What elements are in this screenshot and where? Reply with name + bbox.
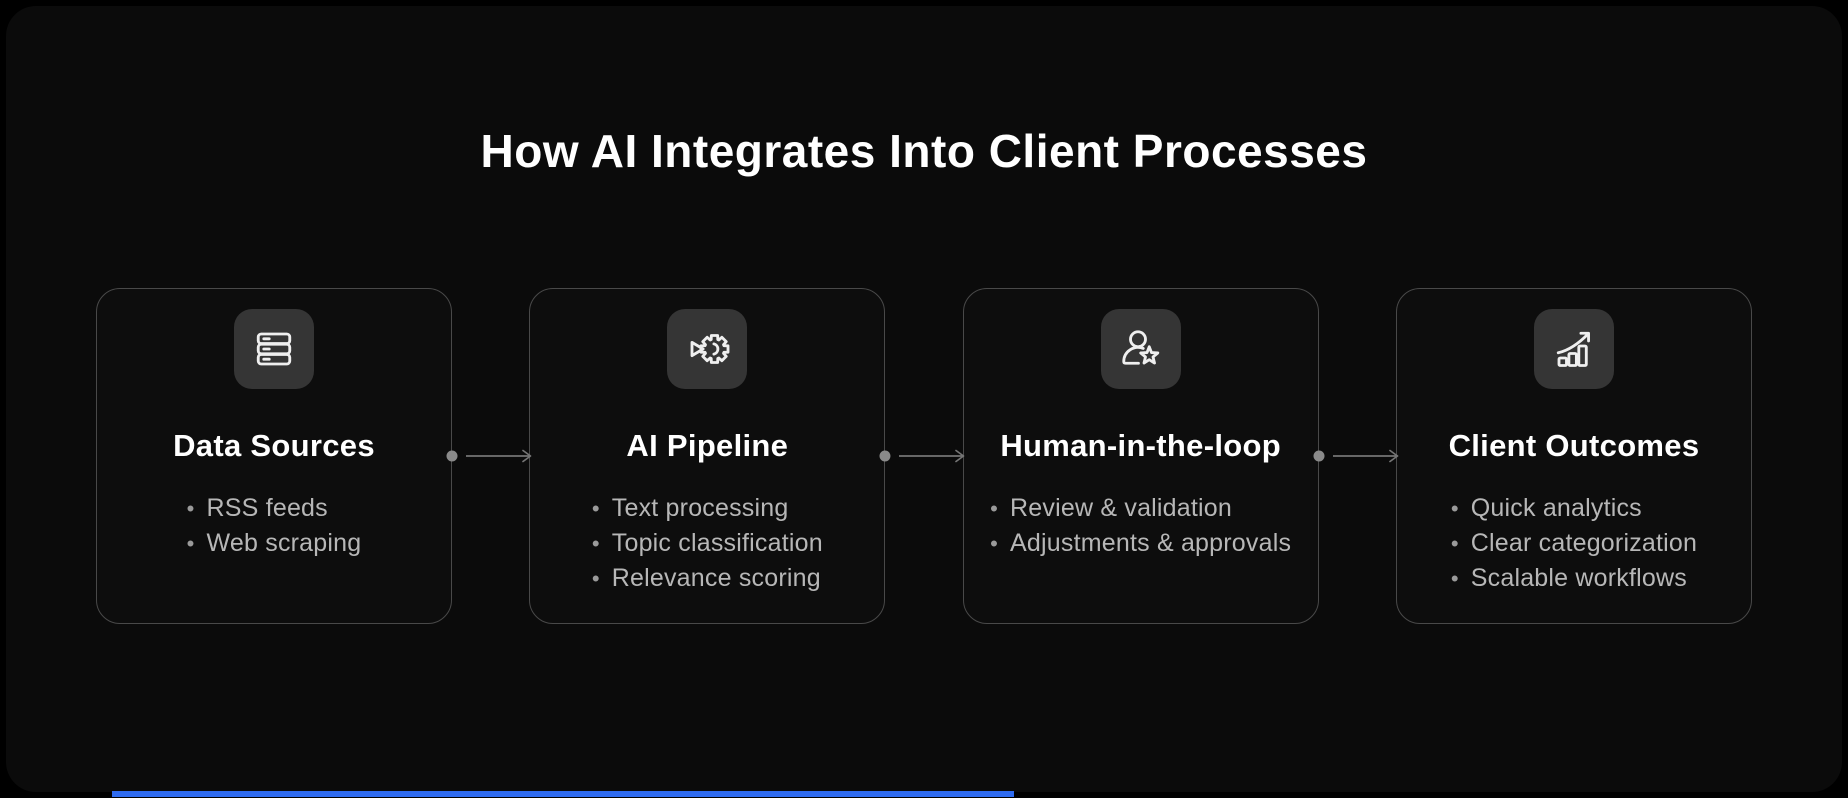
bullet-glyph: • — [591, 531, 600, 556]
card-bullet-list: • Text processing • Topic classification •… — [592, 491, 823, 596]
list-item: • Web scraping — [187, 526, 362, 561]
bullet-text: RSS feeds — [206, 494, 328, 522]
bullet-text: Topic classification — [611, 529, 823, 557]
flow-connector — [1313, 288, 1399, 624]
user-star-icon — [1121, 330, 1159, 365]
flow-connector — [446, 288, 532, 624]
slide-canvas: How AI Integrates Into Client Processes … — [6, 6, 1842, 792]
list-item: • Relevance scoring — [592, 561, 823, 596]
video-progress-bar[interactable] — [112, 791, 1014, 797]
bullet-glyph: • — [186, 531, 195, 556]
growth-chart-icon — [1556, 331, 1590, 367]
bullet-glyph: • — [1450, 566, 1459, 591]
card-bullet-list: • Review & validation • Adjustments & appr… — [990, 491, 1291, 561]
arrow-icon — [879, 449, 965, 463]
list-item: • RSS feeds — [187, 491, 362, 526]
card-title: Human-in-the-loop — [1000, 428, 1281, 463]
list-item: • Review & validation — [990, 491, 1291, 526]
bullet-glyph: • — [990, 531, 999, 556]
card-title: AI Pipeline — [626, 428, 789, 463]
icon-tile — [1533, 309, 1614, 389]
server-stack-icon — [256, 332, 292, 366]
list-item: • Topic classification — [592, 526, 823, 561]
card-ai-pipeline: AI Pipeline • Text processing • Topic clas… — [529, 288, 886, 624]
bullet-glyph: • — [591, 566, 600, 591]
card-title: Data Sources — [173, 428, 375, 463]
bullet-glyph: • — [186, 496, 195, 521]
bullet-text: Clear categorization — [1470, 529, 1698, 557]
bullet-text: Quick analytics — [1470, 494, 1642, 522]
bullet-glyph: • — [1450, 496, 1459, 521]
bullet-text: Web scraping — [206, 529, 362, 557]
icon-tile — [667, 309, 748, 389]
bullet-text: Adjustments & approvals — [1010, 529, 1292, 557]
list-item: • Clear categorization — [1451, 526, 1697, 561]
icon-tile — [1100, 309, 1181, 389]
list-item: • Scalable workflows — [1451, 561, 1697, 596]
bullet-glyph: • — [990, 496, 999, 521]
list-item: • Adjustments & approvals — [990, 526, 1291, 561]
connector-dot — [1313, 450, 1325, 462]
page-title: How AI Integrates Into Client Processes — [480, 125, 1368, 177]
card-title: Client Outcomes — [1448, 428, 1700, 463]
card-client-outcomes: Client Outcomes • Quick analytics • Clear … — [1395, 288, 1752, 624]
arrow-icon — [1313, 449, 1399, 463]
list-item: • Quick analytics — [1451, 491, 1697, 526]
card-human-in-the-loop: Human-in-the-loop • Review & validation •… — [962, 288, 1319, 624]
arrow-icon — [446, 449, 532, 463]
bullet-text: Review & validation — [1010, 494, 1232, 522]
card-data-sources: Data Sources • RSS feeds • Web scraping — [96, 288, 452, 624]
play-gear-icon — [690, 334, 730, 364]
flow-connector — [879, 288, 965, 624]
bullet-glyph: • — [591, 496, 600, 521]
bullet-glyph: • — [1450, 531, 1459, 556]
bullet-text: Text processing — [611, 494, 789, 522]
connector-dot — [879, 450, 891, 462]
process-flow: Data Sources • RSS feeds • Web scraping — [96, 288, 1752, 624]
card-bullet-list: • RSS feeds • Web scraping — [187, 491, 362, 561]
connector-dot — [446, 450, 458, 462]
icon-tile — [234, 309, 314, 389]
bullet-text: Scalable workflows — [1470, 564, 1687, 592]
card-bullet-list: • Quick analytics • Clear categorization •… — [1451, 491, 1697, 596]
list-item: • Text processing — [592, 491, 823, 526]
bullet-text: Relevance scoring — [611, 564, 821, 592]
